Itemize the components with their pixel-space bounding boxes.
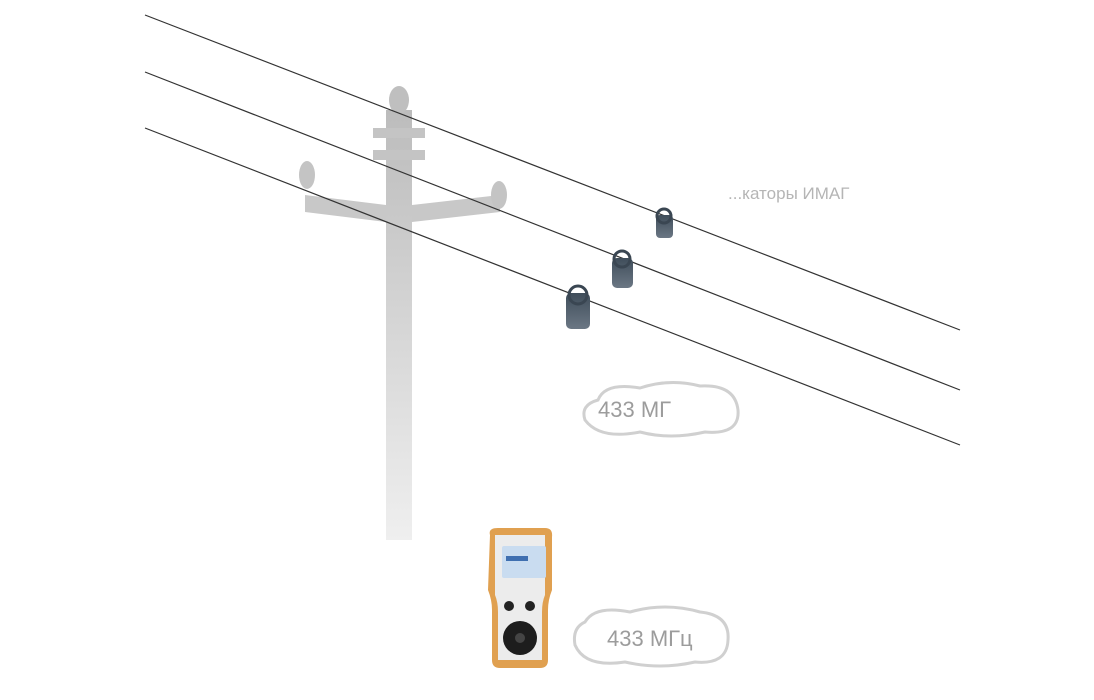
wire-3 bbox=[144, 127, 961, 446]
cloud-bottom bbox=[573, 605, 730, 668]
fault-indicator-1 bbox=[655, 207, 673, 238]
fault-indicator-3 bbox=[566, 284, 590, 329]
cloud-top bbox=[582, 381, 740, 438]
utility-pole bbox=[299, 86, 507, 540]
power-wires bbox=[144, 14, 961, 446]
fault-indicators bbox=[566, 207, 673, 329]
cloud-bottom-label: 433 МГц bbox=[607, 626, 693, 651]
cloud-top-label: 433 МГ bbox=[598, 397, 672, 422]
wire-1 bbox=[144, 14, 961, 331]
fault-indicator-2 bbox=[612, 249, 633, 288]
caption-text: ...каторы ИМАГ bbox=[728, 184, 850, 203]
device-screen bbox=[502, 546, 546, 578]
wire-2 bbox=[144, 71, 961, 391]
